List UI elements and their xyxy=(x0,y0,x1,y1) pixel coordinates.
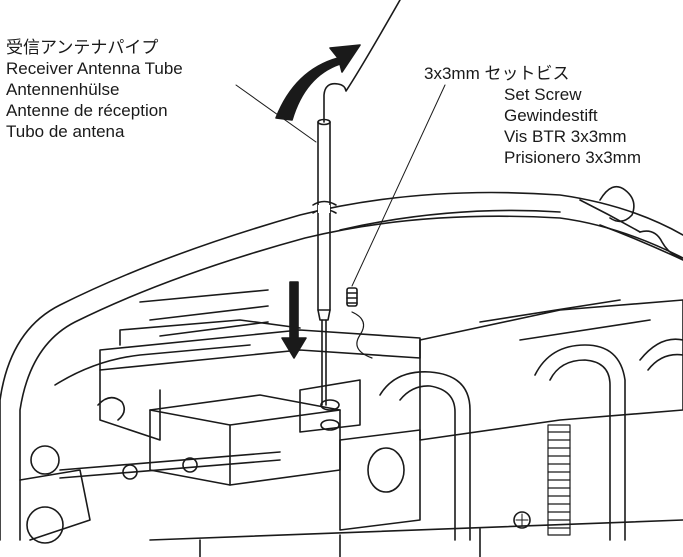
screw-label-es: Prisionero 3x3mm xyxy=(504,148,641,167)
antenna-label-de: Antennenhülse xyxy=(6,80,120,99)
antenna-label-ja: 受信アンテナパイプ xyxy=(6,38,159,57)
screw-label-en: Set Screw xyxy=(504,85,582,104)
wheel-hub xyxy=(26,506,64,544)
left-rail xyxy=(139,289,269,337)
rear-cover-detail2 xyxy=(639,230,683,259)
down-arrow-icon xyxy=(281,281,307,359)
body-clip xyxy=(97,396,126,421)
curved-arrow-icon xyxy=(275,44,361,121)
chassis-block xyxy=(99,329,421,371)
antenna-mount xyxy=(299,379,361,433)
set-screw-label: 3x3mm セットビス Set Screw Gewindestift Vis B… xyxy=(424,63,641,168)
body-shell-inner xyxy=(19,215,683,541)
body-shell-edge xyxy=(339,209,561,231)
rear-cover-detail xyxy=(599,185,635,223)
chassis-screw xyxy=(513,511,531,529)
bottom-frame xyxy=(149,519,683,557)
gear-icon xyxy=(547,424,571,536)
screw-label-de: Gewindestift xyxy=(504,106,598,125)
antenna-mount-hole xyxy=(320,399,340,411)
antenna-tube xyxy=(312,118,337,406)
steering-rod xyxy=(59,451,281,479)
antenna-label-es: Tubo de antena xyxy=(6,122,125,141)
servo-box xyxy=(339,429,421,531)
knuckle-arm xyxy=(19,469,91,541)
rear-cover xyxy=(579,199,683,261)
set-screw-icon xyxy=(346,287,358,307)
receiver-box-top xyxy=(149,409,341,426)
rod-end-right xyxy=(182,457,198,473)
rod-end-left xyxy=(122,464,138,480)
antenna-label-en: Receiver Antenna Tube xyxy=(6,59,183,78)
strap-2 xyxy=(534,344,626,541)
knuckle-ball xyxy=(30,445,60,475)
antenna-mount-hole2 xyxy=(320,419,340,431)
chassis-box-left xyxy=(99,369,161,441)
antenna-leader-line xyxy=(235,84,317,143)
screw-label-fr: Vis BTR 3x3mm xyxy=(504,127,627,146)
body-shell-outline xyxy=(0,191,683,541)
screw-target-line xyxy=(351,311,373,359)
strap-1 xyxy=(379,371,471,541)
chassis-box-front xyxy=(119,319,301,346)
screw-label-ja: 3x3mm セットビス xyxy=(424,64,570,83)
servo-horn xyxy=(367,447,405,493)
antenna-tube-label: 受信アンテナパイプ Receiver Antenna Tube Antennen… xyxy=(6,37,183,142)
gear-housing-top xyxy=(479,299,651,341)
receiver-box xyxy=(149,394,341,486)
antenna-wire xyxy=(323,0,401,123)
strap-3 xyxy=(639,338,683,371)
antenna-label-fr: Antenne de réception xyxy=(6,101,168,120)
screw-leader-line xyxy=(351,84,446,287)
